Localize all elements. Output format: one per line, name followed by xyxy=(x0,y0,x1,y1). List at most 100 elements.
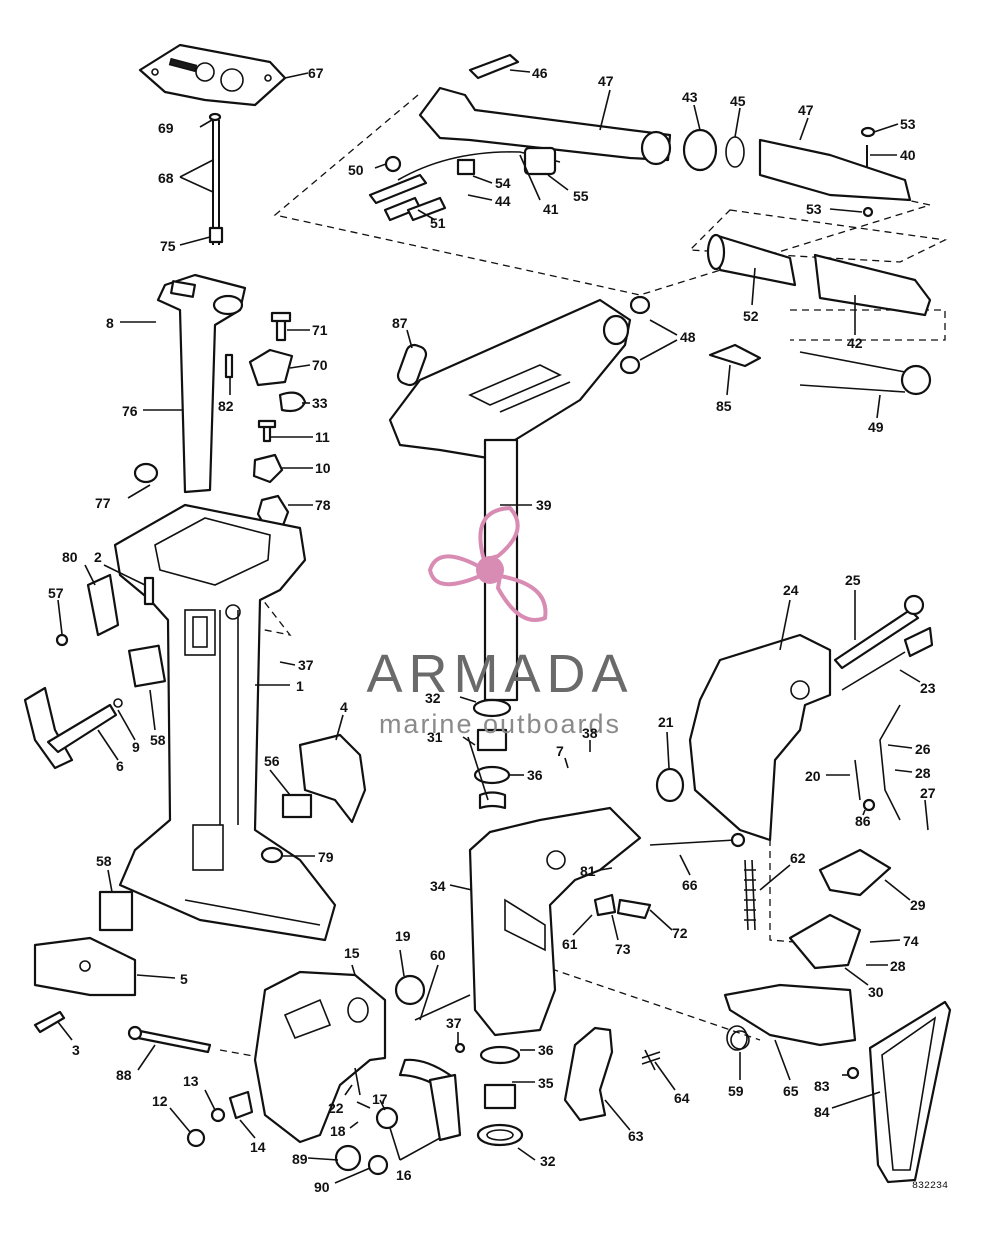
watermark-brand: ARMADA xyxy=(366,644,633,704)
label-89: 89 xyxy=(292,1151,308,1167)
label-58-b: 58 xyxy=(96,853,112,869)
label-53-b: 53 xyxy=(806,201,822,217)
label-82: 82 xyxy=(218,398,234,414)
label-49: 49 xyxy=(868,419,884,435)
label-58-a: 58 xyxy=(150,732,166,748)
label-40: 40 xyxy=(900,147,916,163)
label-42: 42 xyxy=(847,335,863,351)
label-67: 67 xyxy=(308,65,324,81)
label-28-b: 28 xyxy=(890,958,906,974)
label-8: 8 xyxy=(106,315,114,331)
label-12: 12 xyxy=(152,1093,168,1109)
label-21: 21 xyxy=(658,714,674,730)
label-63: 63 xyxy=(628,1128,644,1144)
label-47-a: 47 xyxy=(598,73,614,89)
label-18: 18 xyxy=(330,1123,346,1139)
label-28-a: 28 xyxy=(915,765,931,781)
label-13: 13 xyxy=(183,1073,199,1089)
tilt-lock-parts xyxy=(723,848,952,1184)
label-5: 5 xyxy=(180,971,188,987)
label-23: 23 xyxy=(920,680,936,696)
bushing-stack xyxy=(472,698,512,810)
label-79: 79 xyxy=(318,849,334,865)
label-69: 69 xyxy=(158,120,174,136)
label-78: 78 xyxy=(315,497,331,513)
label-83: 83 xyxy=(814,1078,830,1094)
label-24: 24 xyxy=(783,582,799,598)
label-80: 80 xyxy=(62,549,78,565)
label-9: 9 xyxy=(132,739,140,755)
label-47-b: 47 xyxy=(798,102,814,118)
tiller-arm xyxy=(368,53,912,222)
diagram-reference-number: 832234 xyxy=(912,1181,948,1192)
label-11: 11 xyxy=(315,429,330,445)
label-65: 65 xyxy=(783,1083,799,1099)
label-60: 60 xyxy=(430,947,446,963)
label-71: 71 xyxy=(312,322,328,338)
label-76: 76 xyxy=(122,403,138,419)
label-16: 16 xyxy=(396,1167,412,1183)
shift-rod xyxy=(208,112,224,245)
label-15: 15 xyxy=(344,945,360,961)
label-43: 43 xyxy=(682,89,698,105)
label-56: 56 xyxy=(264,753,280,769)
label-33: 33 xyxy=(312,395,328,411)
label-14: 14 xyxy=(250,1139,266,1155)
label-7: 7 xyxy=(556,743,564,759)
label-53-a: 53 xyxy=(900,116,916,132)
label-86: 86 xyxy=(855,813,871,829)
label-29: 29 xyxy=(910,897,926,913)
label-66: 66 xyxy=(682,877,698,893)
label-17: 17 xyxy=(372,1091,388,1107)
label-88: 88 xyxy=(116,1067,132,1083)
watermark: ARMADA marine outboards xyxy=(366,505,633,739)
driveshaft-housing xyxy=(113,503,337,942)
label-57: 57 xyxy=(48,585,64,601)
label-1: 1 xyxy=(296,678,304,694)
label-68: 68 xyxy=(158,170,174,186)
label-75: 75 xyxy=(160,238,176,254)
label-74: 74 xyxy=(903,933,919,949)
watermark-tagline: marine outboards xyxy=(379,709,621,739)
label-26: 26 xyxy=(915,741,931,757)
exhaust-tube xyxy=(156,273,247,494)
label-32-b: 32 xyxy=(540,1153,556,1169)
label-36-b: 36 xyxy=(538,1042,554,1058)
clamp-bracket-left xyxy=(127,970,471,1176)
label-38: 38 xyxy=(582,725,598,741)
label-70: 70 xyxy=(312,357,328,373)
label-90: 90 xyxy=(314,1179,330,1195)
label-37-a: 37 xyxy=(298,657,314,673)
label-45: 45 xyxy=(730,93,746,109)
swivel-bracket xyxy=(388,295,651,702)
small-parts-cluster xyxy=(133,311,307,530)
label-3: 3 xyxy=(72,1042,80,1058)
label-41: 41 xyxy=(543,201,559,217)
label-61: 61 xyxy=(562,936,578,952)
label-46: 46 xyxy=(532,65,548,81)
label-32-a: 32 xyxy=(425,690,441,706)
label-85: 85 xyxy=(716,398,732,414)
label-6: 6 xyxy=(116,758,124,774)
label-20: 20 xyxy=(805,768,821,784)
propeller-icon xyxy=(427,505,548,622)
lower-bushings xyxy=(476,1045,524,1147)
label-25: 25 xyxy=(845,572,861,588)
label-44: 44 xyxy=(495,193,511,209)
label-10: 10 xyxy=(315,460,331,476)
springs xyxy=(744,704,901,931)
label-72: 72 xyxy=(672,925,688,941)
label-81: 81 xyxy=(580,863,596,879)
label-27: 27 xyxy=(920,785,936,801)
label-35: 35 xyxy=(538,1075,554,1091)
label-30: 30 xyxy=(868,984,884,1000)
label-84: 84 xyxy=(814,1104,830,1120)
part-labels: 67 69 68 75 8 76 71 70 82 33 11 10 77 78… xyxy=(48,65,948,1195)
left-side-parts xyxy=(23,573,367,1034)
reverse-lock xyxy=(563,1025,748,1122)
leader-lines xyxy=(57,69,929,1184)
label-2: 2 xyxy=(94,549,102,565)
label-48: 48 xyxy=(680,329,696,345)
label-4: 4 xyxy=(340,699,348,715)
stern-bracket-right xyxy=(655,594,934,842)
